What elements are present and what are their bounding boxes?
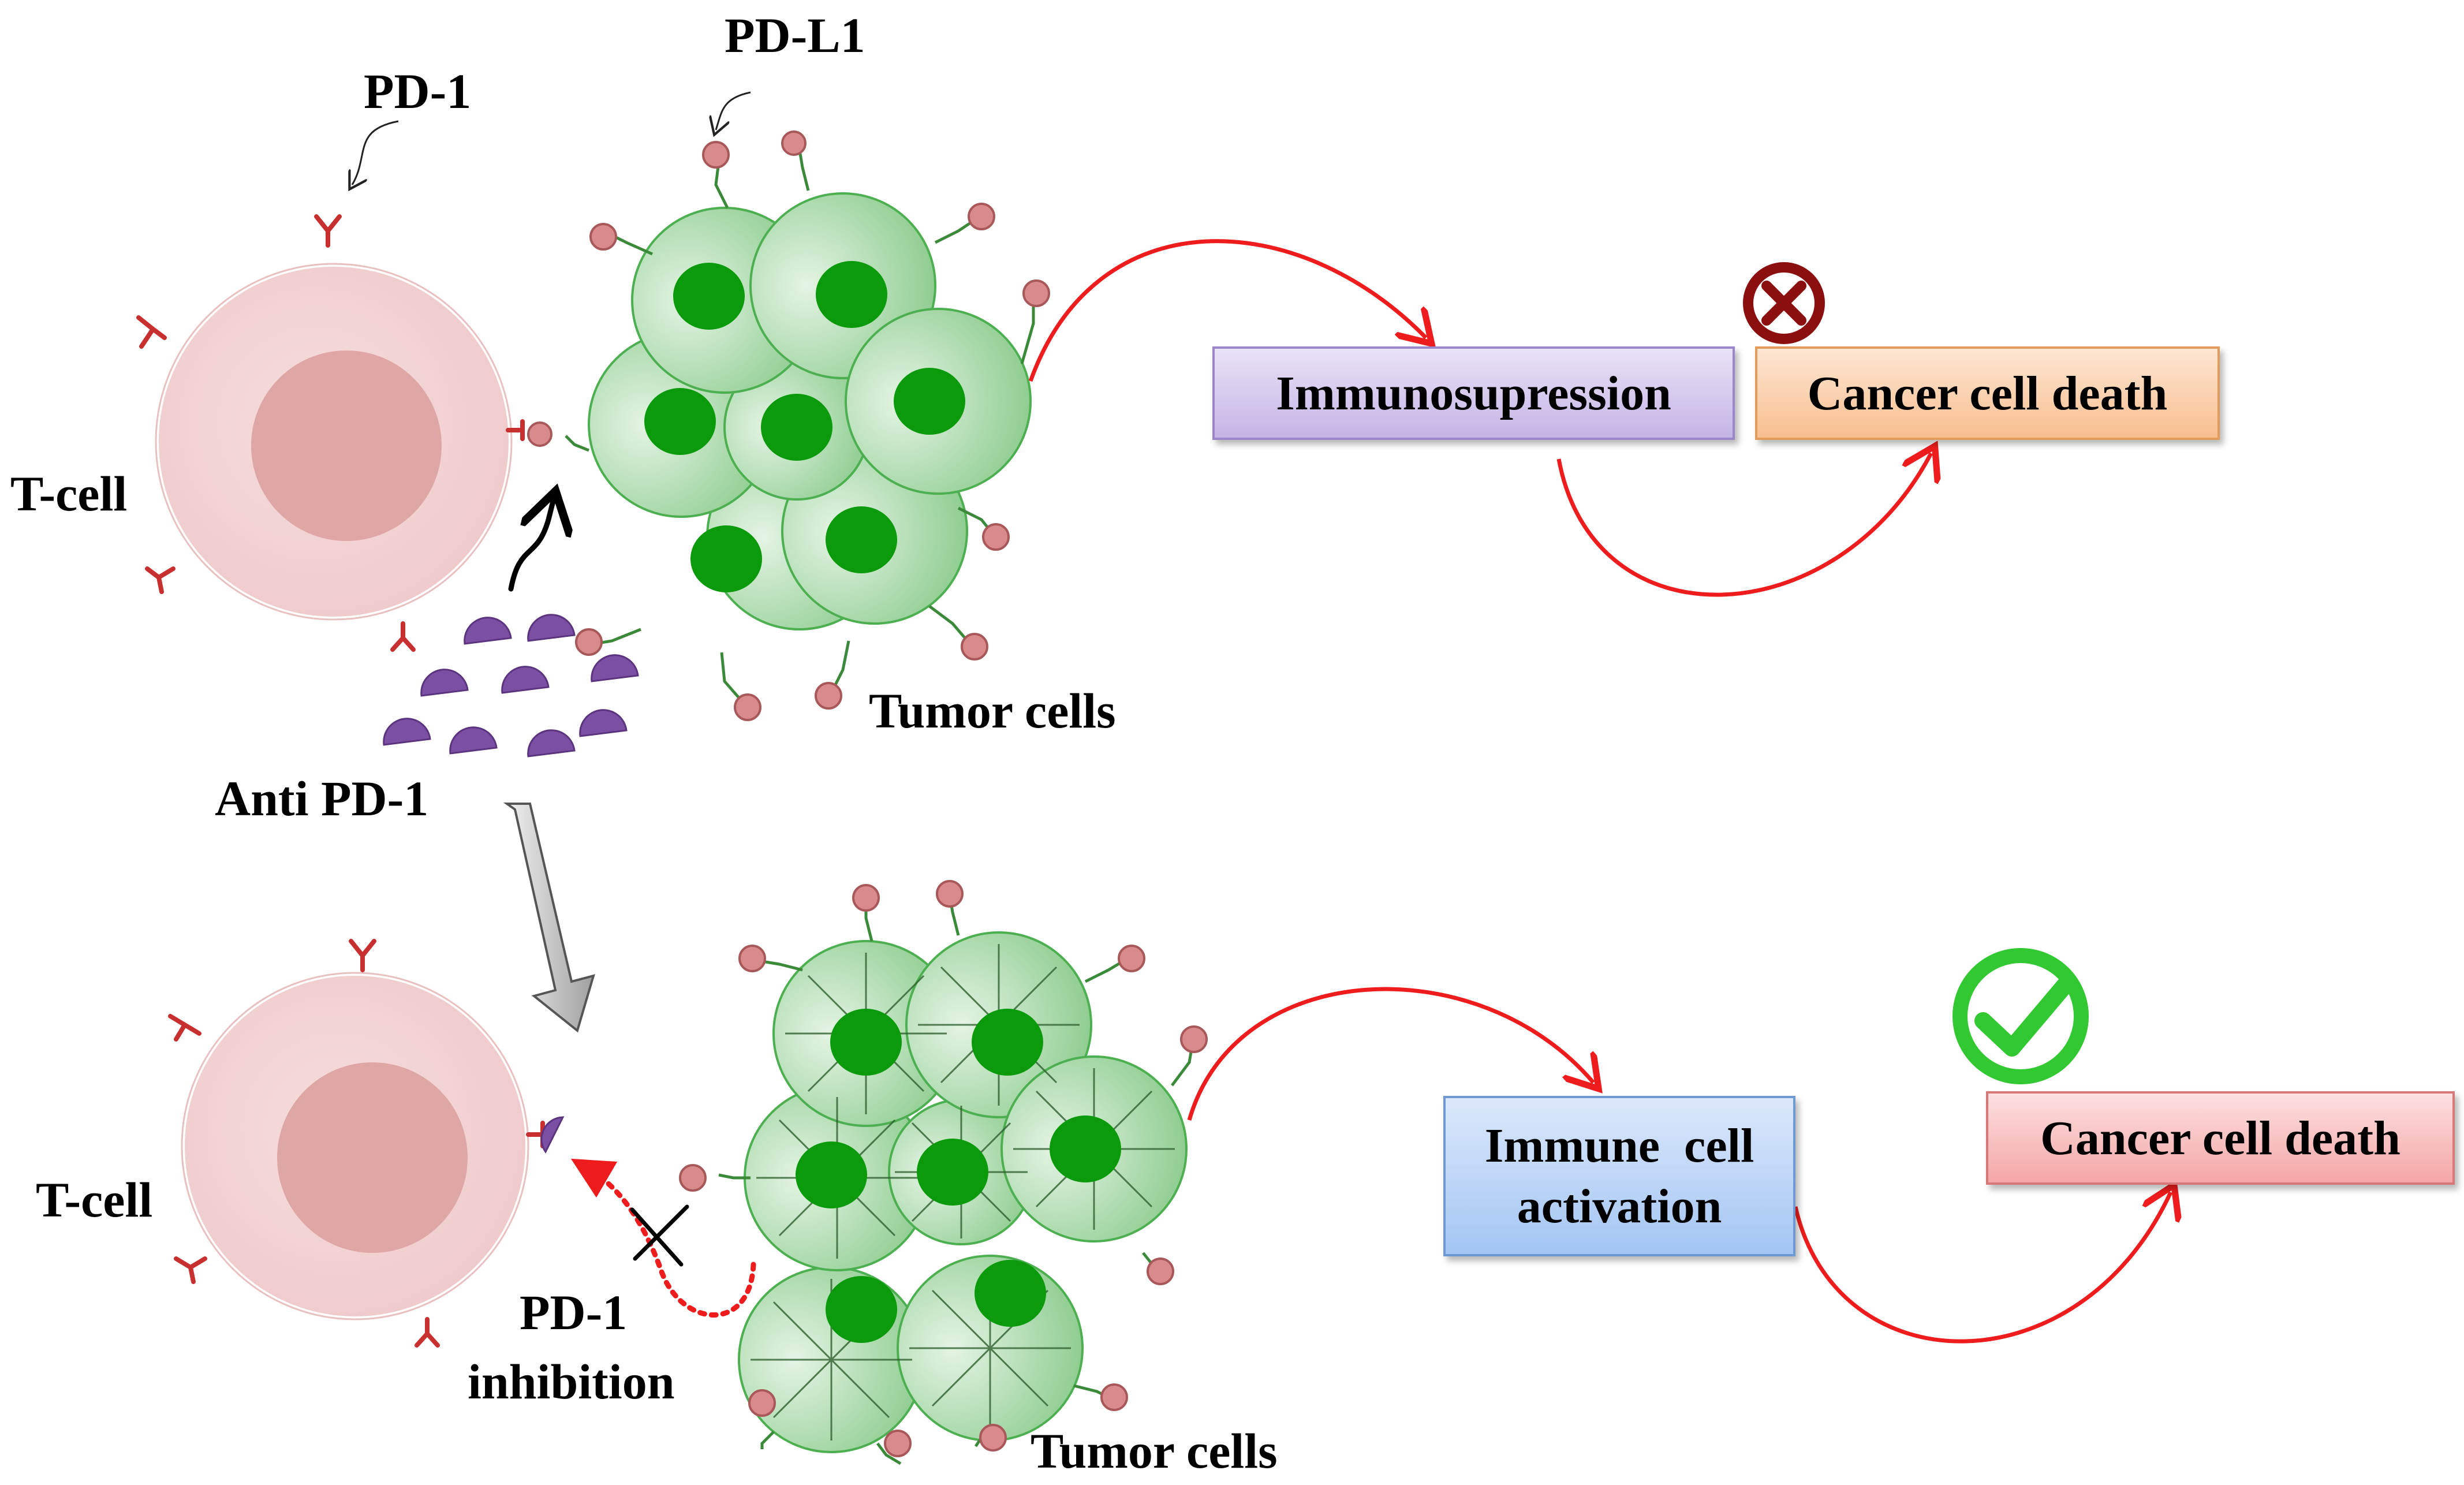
immune-cell-activation-box: Immune cell activation <box>1443 1096 1795 1256</box>
tumor-cluster-bottom <box>738 931 1188 1453</box>
immunosuppression-box: Immunosupression <box>1212 346 1735 440</box>
inhibition-cross-mark <box>630 1204 689 1267</box>
arrow-to-cancer-death-blocked <box>1556 453 1931 597</box>
arrow-to-cancer-death-enabled <box>1793 1192 2171 1344</box>
arrow-to-immune-activation <box>1187 987 1593 1121</box>
pd1-inhibition-label-line2: inhibition <box>468 1354 675 1409</box>
tumor-cells-label-top: Tumor cells <box>869 683 1116 738</box>
cross-circle-icon <box>1743 262 1825 344</box>
pd1-label: PD-1 <box>364 64 472 119</box>
anti-pd1-antibodies <box>383 614 639 758</box>
pdl1-pointer-arrow <box>716 91 751 130</box>
anti-pd1-label: Anti PD-1 <box>215 771 429 826</box>
tcell-label-top: T-cell <box>10 466 128 521</box>
pdl1-ligands-top <box>565 130 1050 721</box>
check-circle-icon <box>1952 948 2089 1084</box>
tcell-label-bottom: T-cell <box>36 1172 153 1227</box>
immune-activation-line2: activation <box>1517 1180 1722 1233</box>
pd1-inhibition-label-line1: PD-1 <box>520 1285 628 1340</box>
pd1-pdl1-contact-top <box>527 421 552 447</box>
pd1-pointer-arrow <box>352 120 399 185</box>
pdl1-ligands-bottom <box>679 880 1208 1465</box>
tcell-bottom <box>179 970 531 1322</box>
transition-arrow <box>503 803 595 1033</box>
pd1-receptors-top <box>136 214 525 652</box>
tumor-cells-label-bottom: Tumor cells <box>1031 1423 1278 1479</box>
cancer-cell-death-blocked-box: Cancer cell death <box>1755 346 2220 440</box>
tcell-top <box>153 261 514 622</box>
bound-antibody <box>540 1116 565 1154</box>
pdl1-label: PD-L1 <box>725 8 865 63</box>
immune-activation-line1: Immune cell <box>1484 1119 1754 1173</box>
tumor-cluster-top <box>588 192 1032 630</box>
cancer-cell-death-enabled-box: Cancer cell death <box>1986 1091 2455 1185</box>
antibody-binding-arrow <box>508 501 553 592</box>
arrow-to-immunosuppression <box>1028 239 1426 382</box>
inhibited-signal-arrow <box>570 1158 756 1318</box>
